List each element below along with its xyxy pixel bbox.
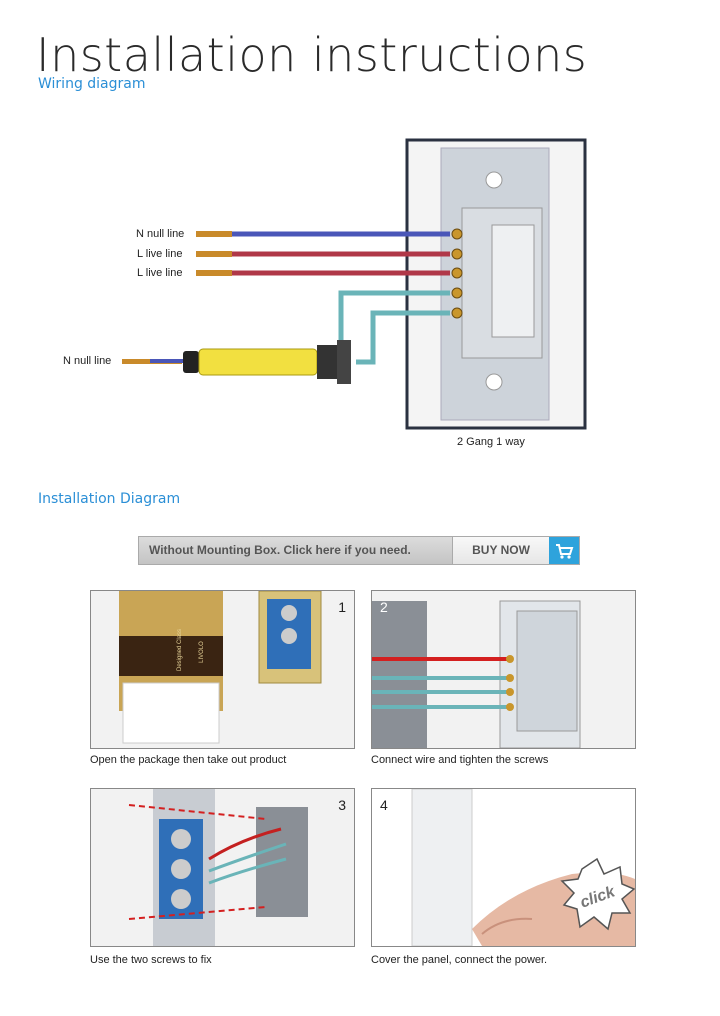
cart-icon-graphic (556, 544, 574, 559)
wire-label-3: L live line (137, 267, 183, 279)
motor-tube (198, 348, 318, 376)
wire-label-1: N null line (136, 228, 185, 240)
step-3-caption: Use the two screws to fix (90, 954, 212, 966)
step-3-number: 3 (338, 797, 346, 813)
wire-label-4: N null line (63, 355, 112, 367)
step-2-panel: 2 (371, 590, 636, 749)
buy-now-button[interactable]: BUY NOW (452, 537, 549, 564)
step-4-caption: Cover the panel, connect the power. (371, 954, 548, 966)
step-3-panel: 3 (90, 788, 355, 947)
motor-head (317, 345, 337, 379)
wire-end-2 (196, 251, 232, 257)
installation-diagram-heading: Installation Diagram (38, 491, 181, 507)
wire-motor-1 (338, 290, 450, 350)
step-2-number: 2 (380, 599, 388, 615)
wire-end-3 (196, 270, 232, 276)
wire-label-2: L live line (137, 248, 183, 260)
step-4-panel: 4 click (371, 788, 636, 947)
step-1-brand-left: Designed Class (177, 628, 184, 672)
wire-motor-2 (356, 310, 450, 365)
step-2-illustration (372, 600, 581, 748)
buy-banner[interactable]: Without Mounting Box. Click here if you … (138, 536, 580, 565)
motor-cap-left (183, 351, 199, 373)
switch-caption: 2 Gang 1 way (457, 436, 525, 448)
wiring-diagram (122, 138, 587, 430)
step-1-brand-top: LIVOLO (198, 641, 205, 663)
buy-banner-text[interactable]: Without Mounting Box. Click here if you … (149, 543, 411, 557)
wire-end-1 (196, 231, 232, 237)
cart-icon[interactable] (549, 537, 579, 564)
page-title: Installation instructions (36, 28, 588, 82)
terminal-screws (451, 228, 463, 319)
motor-bracket (337, 340, 351, 384)
step-1-illustration (119, 591, 322, 744)
step-4-number: 4 (380, 797, 388, 813)
wiring-diagram-heading: Wiring diagram (38, 76, 146, 92)
step-4-illustration (372, 789, 635, 946)
switch-inner-panel (491, 224, 535, 338)
step-2-caption: Connect wire and tighten the screws (371, 754, 549, 766)
step-3-illustration (128, 789, 308, 946)
step-1-caption: Open the package then take out product (90, 754, 287, 766)
mount-hole-bottom (485, 373, 503, 391)
step-1-number: 1 (338, 599, 346, 615)
step-1-panel: 1 Designed Class LIVOLO (90, 590, 355, 749)
mount-hole-top (485, 171, 503, 189)
